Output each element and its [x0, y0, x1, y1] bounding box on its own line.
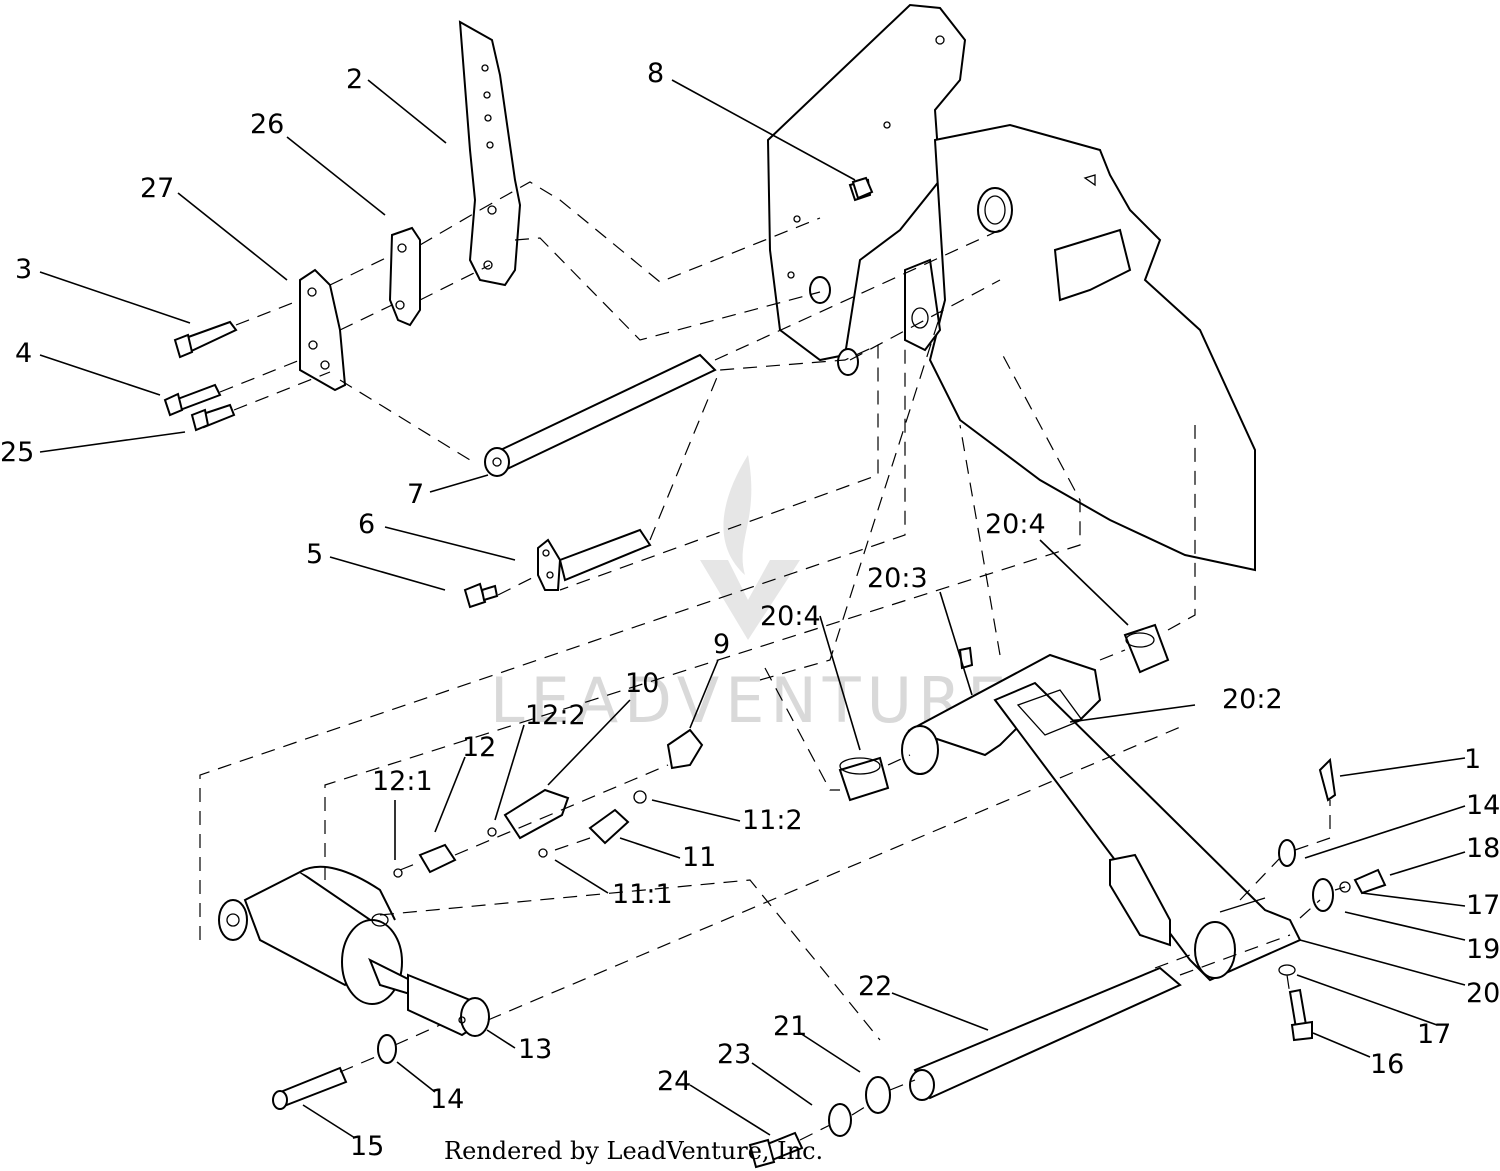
hydraulic-cylinder	[218, 865, 490, 1037]
lift-arm	[901, 653, 1302, 982]
callout-7: 7	[407, 479, 424, 510]
callout-5: 5	[306, 539, 323, 570]
bolt-24	[748, 1131, 804, 1169]
callout-1: 1	[1464, 744, 1481, 775]
callout-20: 20	[1466, 978, 1500, 1009]
washer-19	[1312, 878, 1334, 912]
spacer-plate	[388, 226, 421, 327]
callout-11-2: 11:2	[742, 805, 803, 836]
bracket-plate	[299, 268, 347, 392]
callout-20-2: 20:2	[1222, 684, 1283, 715]
cotter-pin	[1318, 757, 1337, 802]
washer-21	[865, 1076, 891, 1114]
leader-lines	[39, 79, 1466, 1139]
frame-bracket	[766, 3, 1256, 572]
callout-4: 4	[15, 338, 32, 369]
pin-15	[272, 1066, 348, 1110]
tab-spacer	[537, 528, 652, 591]
callout-21: 21	[773, 1011, 807, 1042]
callout-20-4-upper: 20:4	[985, 509, 1046, 540]
callout-15: 15	[350, 1131, 384, 1162]
bolt-25	[190, 403, 236, 432]
fitting-10	[487, 788, 570, 840]
callout-19: 19	[1466, 934, 1500, 965]
bolt-16	[1278, 964, 1313, 1042]
callout-20-4-lower: 20:4	[760, 601, 821, 632]
callout-12-2: 12:2	[525, 700, 586, 731]
callout-23: 23	[717, 1039, 751, 1070]
callout-27: 27	[140, 173, 174, 204]
callout-20-3: 20:3	[867, 563, 928, 594]
callout-12-1: 12:1	[372, 766, 433, 797]
fitting-12	[393, 843, 457, 878]
fitting-11	[538, 790, 647, 858]
callout-26: 26	[250, 109, 284, 140]
assembly-lines	[199, 181, 1346, 1141]
bolt-4	[163, 383, 222, 417]
callout-17-upper: 17	[1466, 890, 1500, 921]
callout-25: 25	[0, 437, 34, 468]
callout-14-right: 14	[1466, 790, 1500, 821]
washer-23	[828, 1103, 852, 1137]
height-plate	[458, 20, 522, 287]
fitting-9	[666, 728, 704, 770]
washer-14-left	[377, 1034, 397, 1064]
bushing-upper	[1123, 623, 1170, 674]
lower-shaft	[909, 966, 1182, 1101]
callout-8: 8	[647, 58, 664, 89]
callout-17-lower: 17	[1417, 1019, 1451, 1050]
grease-fitting	[958, 646, 974, 670]
rendered-by-credit: Rendered by LeadVenture, Inc.	[444, 1137, 823, 1165]
nut-8	[851, 176, 874, 200]
pivot-tube	[484, 353, 717, 477]
callout-11: 11	[682, 842, 716, 873]
callout-3: 3	[15, 254, 32, 285]
callout-24: 24	[657, 1066, 691, 1097]
callout-16: 16	[1370, 1049, 1404, 1080]
callout-13: 13	[518, 1034, 552, 1065]
leadventure-watermark: LEADVENTURE	[490, 455, 1006, 737]
bolt-5	[463, 582, 499, 609]
callout-22: 22	[858, 971, 892, 1002]
callout-14-left: 14	[430, 1084, 464, 1115]
callout-2: 2	[346, 64, 363, 95]
bolt-3	[173, 320, 238, 359]
callout-18: 18	[1466, 833, 1500, 864]
callout-labels: 1 2 3 4 5 6 7 8 9 10 11 11:1 11:2 12 12:…	[0, 58, 1500, 1162]
bolt-18	[1339, 868, 1387, 895]
callout-6: 6	[358, 509, 375, 540]
washer-14-right	[1278, 839, 1296, 867]
callout-11-1: 11:1	[612, 879, 673, 910]
callout-9: 9	[713, 629, 730, 660]
callout-12: 12	[462, 732, 496, 763]
callout-10: 10	[625, 668, 659, 699]
bushing-lower	[838, 756, 890, 802]
